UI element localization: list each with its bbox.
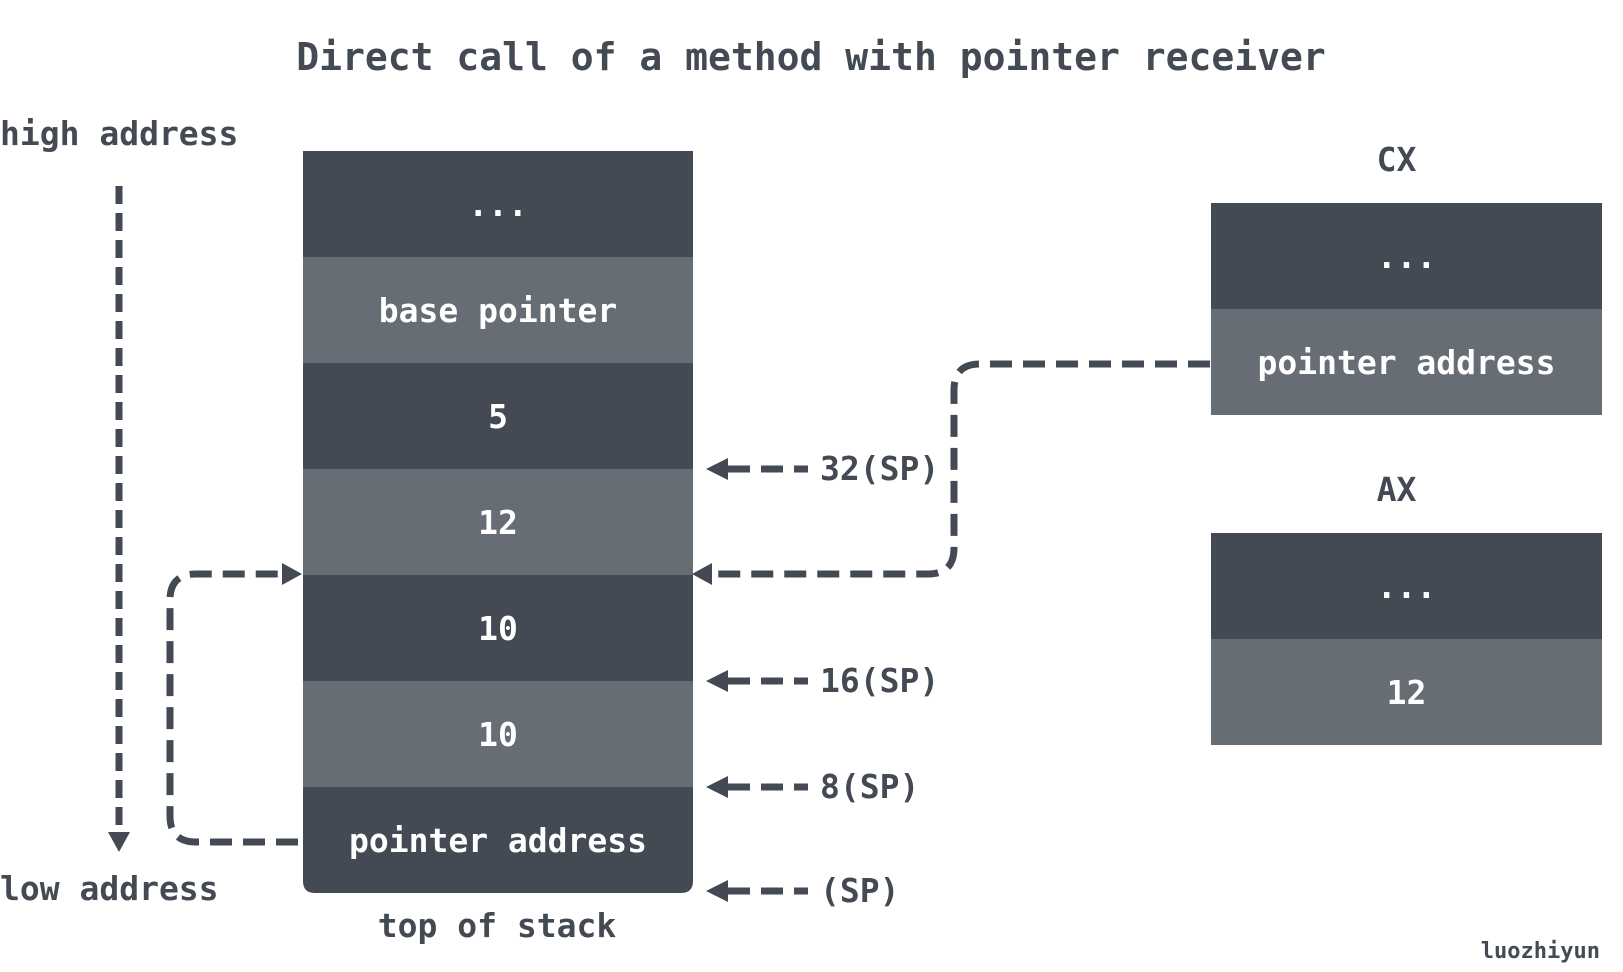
stack-cell-label: 5	[488, 397, 508, 436]
register-name: CX	[1377, 140, 1417, 179]
offset-label: 32(SP)	[820, 449, 939, 488]
register-cell	[1211, 533, 1602, 639]
register-name: AX	[1377, 470, 1417, 509]
stack-cell-label: pointer address	[349, 821, 647, 860]
pointer-to-receiver-arrow-head	[282, 563, 302, 585]
stack-cell	[303, 575, 693, 681]
stack-cell	[303, 363, 693, 469]
offset-label: 16(SP)	[820, 661, 939, 700]
register-cell-label: pointer address	[1257, 343, 1555, 382]
offset-arrow-head	[706, 776, 728, 798]
diagram-title: Direct call of a method with pointer rec…	[296, 35, 1326, 79]
stack-cell-label: base pointer	[379, 291, 617, 330]
register-cell-label: ...	[1377, 567, 1437, 606]
stack-offsets: 32(SP) 16(SP) 8(SP) (SP)	[706, 449, 939, 910]
register-cell	[1211, 203, 1602, 309]
offset-arrow-head	[706, 670, 728, 692]
stack-cell-label: ...	[468, 185, 528, 224]
pointer-to-receiver-arrow	[166, 570, 298, 846]
stack-cell-label: 10	[478, 609, 518, 648]
stack-cell-label: 10	[478, 715, 518, 754]
high-address-label: high address	[0, 114, 238, 153]
offset-label: (SP)	[820, 871, 899, 910]
stack: ... base pointer 5 12 10 10 pointer address	[303, 151, 693, 893]
stack-cell	[303, 469, 693, 575]
register-cell-label: ...	[1377, 237, 1437, 276]
register-cell	[1211, 639, 1602, 745]
cx-to-stack-arrow	[712, 360, 1210, 578]
register-cell	[1211, 309, 1602, 415]
stack-cell-label: 12	[478, 503, 518, 542]
register-cell-label: 12	[1387, 673, 1427, 712]
stack-cell	[303, 257, 693, 363]
low-address-label: low address	[0, 869, 219, 908]
stack-cell	[303, 787, 693, 893]
author-signature: luozhiyun	[1481, 939, 1600, 964]
offset-arrow-head	[706, 458, 728, 480]
stack-cell	[303, 681, 693, 787]
top-of-stack-label: top of stack	[378, 906, 617, 945]
offset-label: 8(SP)	[820, 767, 919, 806]
address-arrow-head	[108, 832, 130, 852]
offset-arrow-head	[706, 880, 728, 902]
stack-cell	[303, 151, 693, 257]
cx-to-stack-arrow-head	[692, 563, 712, 585]
